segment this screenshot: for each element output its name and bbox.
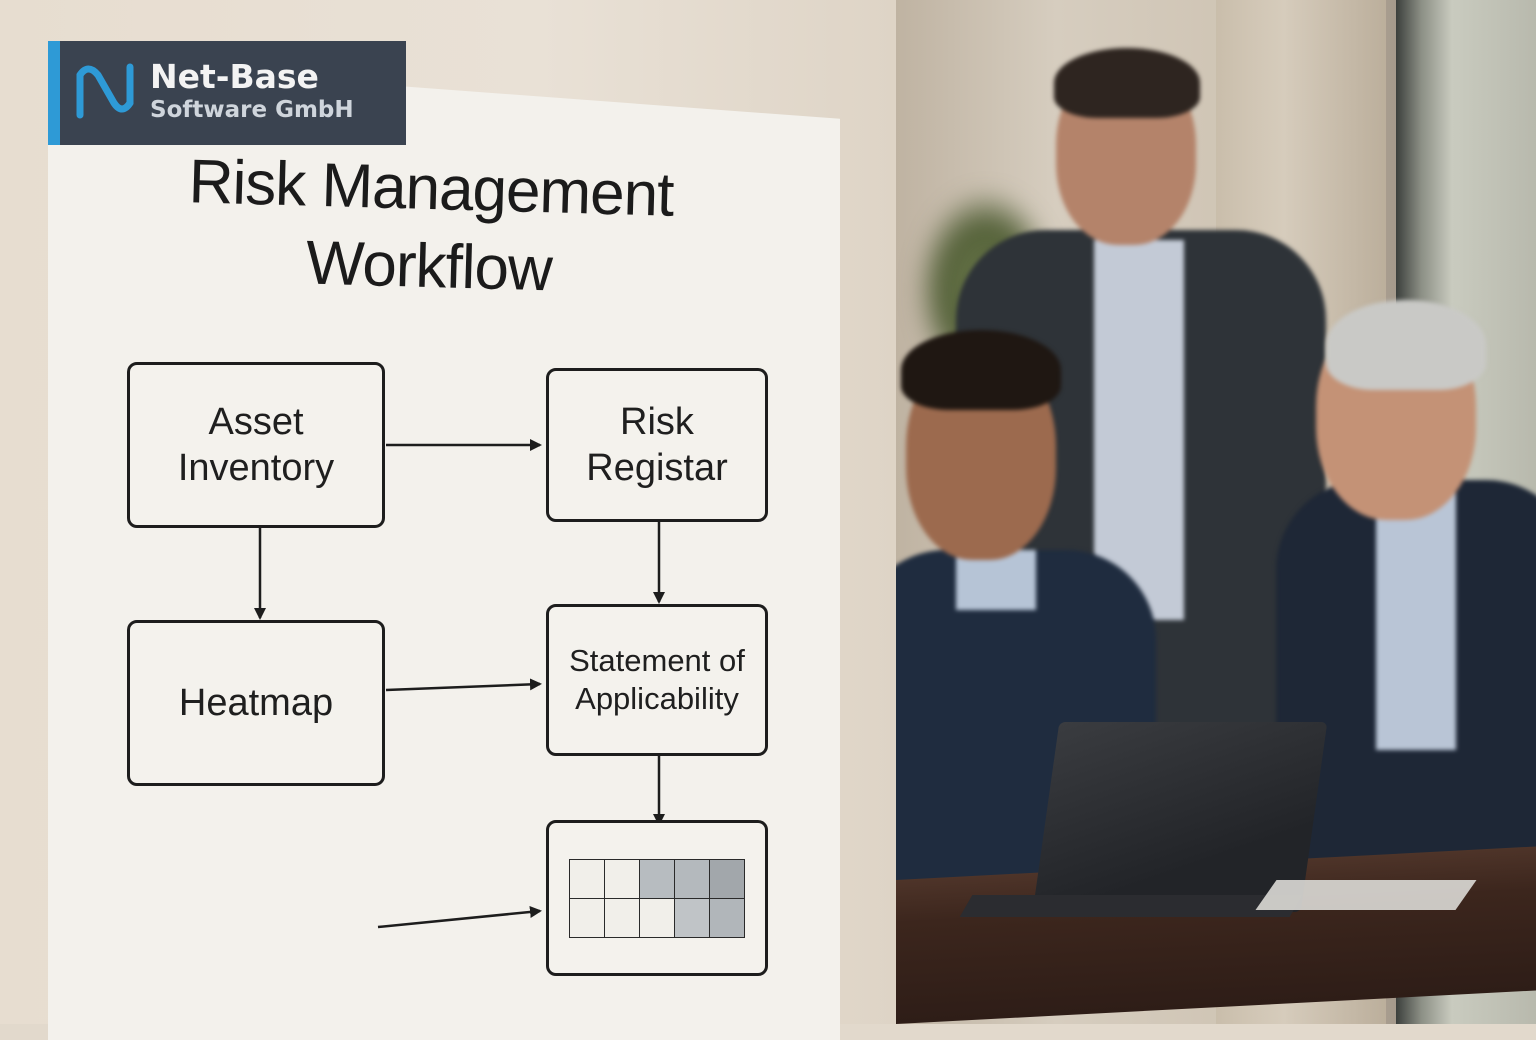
node-risk-registar-label: Risk Registar <box>586 401 728 489</box>
matrix-grid <box>569 858 745 938</box>
node-statement-label: Statement of Applicability <box>569 643 745 716</box>
company-logo: Net-Base Software GmbH <box>48 41 406 145</box>
poster-title-line1: Risk Management <box>187 147 675 230</box>
laptop-base <box>959 895 1303 917</box>
node-statement-of-applicability: Statement of Applicability <box>546 604 768 756</box>
paper-sheet <box>1255 880 1477 910</box>
office-background <box>896 0 1536 1024</box>
node-asset-inventory-label: Asset Inventory <box>177 401 335 489</box>
poster-title: Risk Management Workflow <box>128 142 732 315</box>
node-heatmap-label: Heatmap <box>178 682 334 724</box>
logo-subtitle: Software GmbH <box>150 97 354 123</box>
node-matrix <box>546 820 768 976</box>
logo-name: Net-Base <box>150 57 319 96</box>
seated-person-right <box>1276 300 1536 900</box>
node-heatmap: Heatmap <box>127 620 385 786</box>
node-asset-inventory: Asset Inventory <box>127 362 385 528</box>
logo-mark-icon <box>76 63 134 119</box>
node-risk-registar: Risk Registar <box>546 368 768 522</box>
